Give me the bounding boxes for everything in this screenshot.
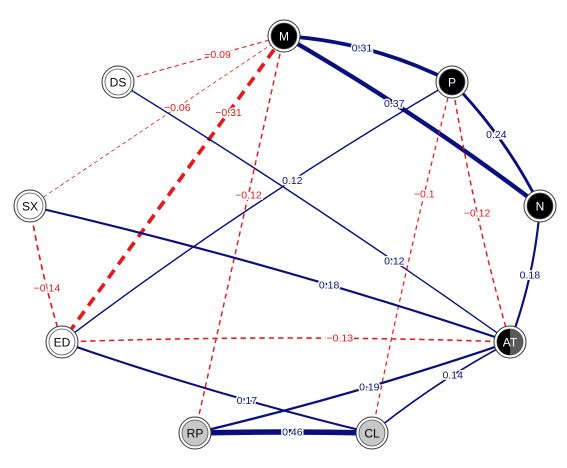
node-p: P: [435, 65, 469, 99]
node-label: P: [448, 76, 456, 90]
edge-label-layer: 0.31 0.37 0.24 −0.09 −0.06 −0.31 −0.12 −0.12 −0.…: [32, 41, 542, 440]
edge-label-ed-at: −0.13: [327, 333, 354, 345]
node-label: SX: [22, 200, 38, 214]
edge-label-sx-at: 0.18: [319, 279, 340, 291]
edge-layer: [29, 34, 542, 436]
edge-label-rp-at: 0.19: [359, 381, 380, 393]
edge-label-m-sx: −0.06: [164, 102, 191, 114]
node-at: AT: [493, 325, 527, 359]
edge-m-n: [282, 34, 542, 208]
node-label: DS: [110, 76, 127, 90]
edge-label-rp-cl: 0.46: [282, 427, 303, 439]
node-rp: RP: [178, 416, 212, 450]
edge-ed-cl: [61, 341, 373, 434]
edge-label-m-ed: −0.31: [215, 107, 242, 119]
edge-label-p-at: −0.12: [464, 207, 491, 219]
edge-cl-at: [371, 341, 511, 434]
edge-sx-ed: [29, 205, 63, 343]
edge-p-ed: [61, 81, 453, 343]
edge-label-m-ds: −0.09: [204, 49, 231, 61]
edge-label-cl-at: 0.14: [442, 370, 463, 382]
node-ds: DS: [101, 65, 135, 99]
edge-m-rp: [194, 35, 285, 434]
edge-label-p-cl: −0.1: [414, 188, 435, 200]
edge-m-sx: [29, 35, 285, 207]
edge-label-ed-cl: 0.17: [237, 395, 258, 407]
edge-label-p-ed: 0.12: [282, 175, 303, 187]
edge-m-ed: [60, 34, 286, 344]
node-ed: ED: [45, 325, 79, 359]
edge-rp-at: [194, 340, 511, 435]
node-label: ED: [54, 336, 71, 350]
edge-ed-at: [61, 337, 511, 343]
edge-p-n: [450, 80, 542, 207]
edge-label-ds-at: 0.12: [384, 256, 405, 268]
edge-label-m-rp: −0.12: [235, 189, 262, 201]
edge-label-p-n: 0.24: [486, 129, 507, 141]
node-cl: CL: [355, 416, 389, 450]
node-n: N: [523, 189, 557, 223]
node-label: AT: [503, 336, 518, 350]
edge-sx-at: [29, 204, 511, 344]
edge-p-at: [451, 81, 511, 343]
edge-ds-at: [117, 81, 511, 343]
edge-p-cl: [371, 81, 453, 434]
node-label: N: [536, 200, 545, 214]
edge-label-n-at: 0.18: [520, 270, 541, 282]
edge-label-sx-ed: −0.14: [34, 283, 61, 295]
edge-label-m-p: 0.31: [352, 43, 373, 55]
node-label: M: [279, 30, 289, 44]
node-m: M: [267, 19, 301, 53]
node-layer: M DS P N SX ED AT RP CL: [13, 19, 557, 450]
node-sx: SX: [13, 189, 47, 223]
node-label: RP: [187, 427, 204, 441]
edge-m-ds: [117, 35, 285, 83]
edge-rp-cl: [194, 429, 373, 436]
edge-label-m-n: 0.37: [384, 98, 405, 110]
edge-m-p: [283, 34, 453, 84]
node-label: CL: [364, 427, 380, 441]
